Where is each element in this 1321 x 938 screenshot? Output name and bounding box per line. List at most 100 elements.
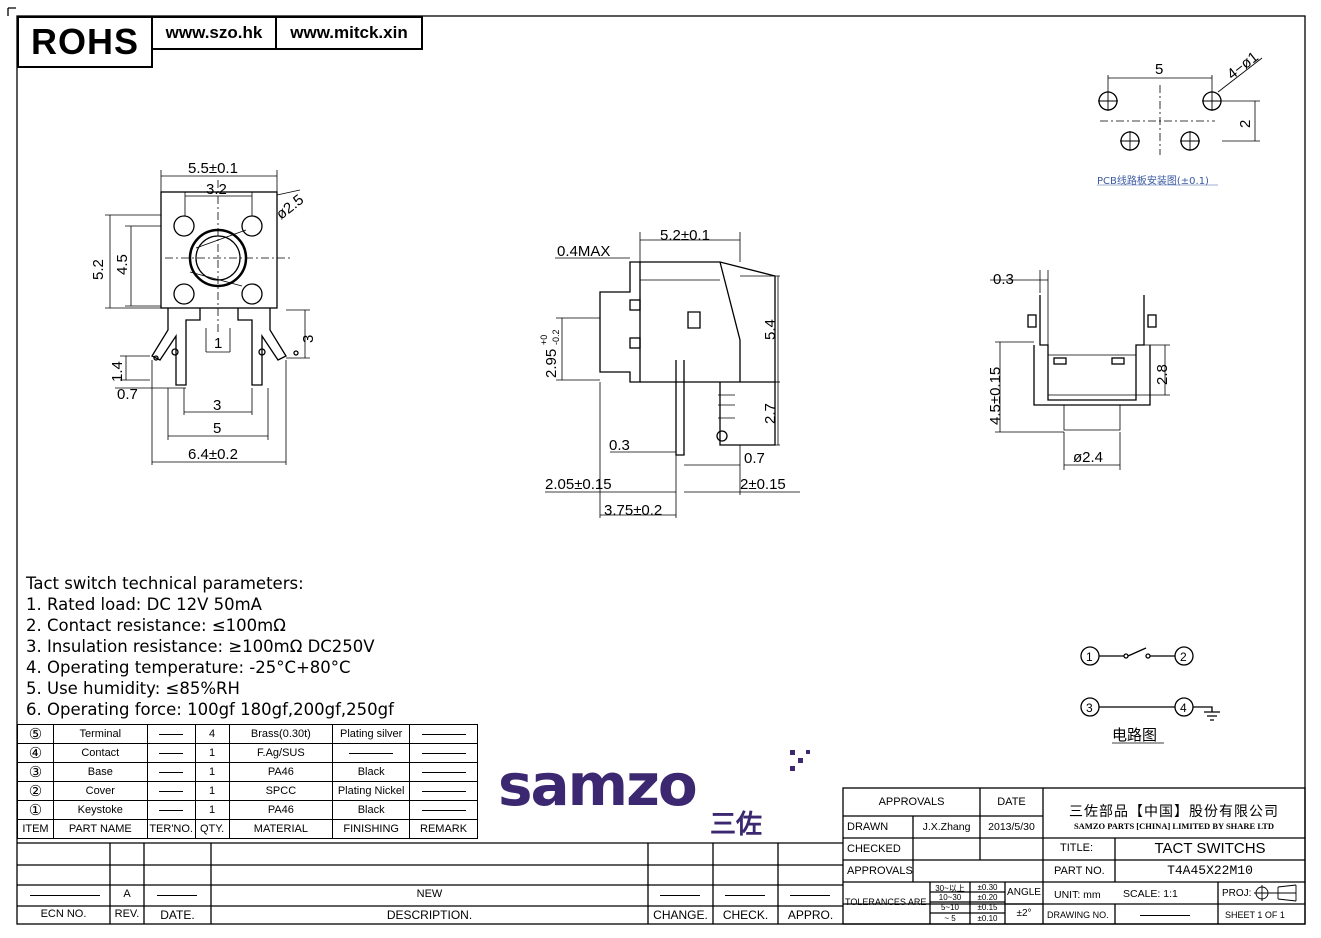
bom-item: ②	[17, 781, 54, 801]
bom-item: ③	[17, 762, 54, 782]
tb-approvals: APPROVALS	[878, 796, 945, 808]
tb-title: TACT SWITCHS	[1154, 840, 1266, 857]
col-header-material: MATERIAL	[228, 819, 334, 839]
col-header-item: ITEM	[17, 819, 54, 839]
bom-ter	[146, 762, 196, 782]
tb-company-en: SAMZO PARTS [CHINA] LIMITED BY SHARE LTD	[1073, 821, 1275, 831]
tb-tol-value: ±0.30	[977, 883, 998, 892]
pcb-holes-label: 4−ø1	[1224, 48, 1262, 83]
bom-name: Cover	[52, 781, 148, 801]
bom-ter	[146, 743, 196, 763]
tb-tol-value: ±0.15	[977, 903, 998, 912]
bom-finishing: Black	[332, 762, 411, 782]
side-view	[545, 232, 800, 518]
bom-name: Contact	[52, 743, 148, 763]
bom-finishing: Plating Nickel	[332, 781, 411, 801]
sv-52-label: 5.2±0.1	[660, 227, 710, 244]
sv-375-label: 3.75±0.2	[604, 502, 662, 519]
pcb-caption: PCB线路板安装图(±0.1)	[1097, 174, 1209, 187]
fv-side-label: 3	[300, 335, 317, 343]
bom-material: Brass(0.30t)	[228, 724, 334, 744]
fv-64-label: 6.4±0.2	[188, 446, 238, 463]
col-header-ter: TER'NO.	[146, 819, 196, 839]
table-row: ① Keystoke 1 PA46 Black	[17, 800, 478, 820]
rev-check-dash	[725, 895, 765, 896]
bom-item: ⑤	[17, 724, 54, 744]
param-item: 4. Operating temperature: -25°C+80°C	[26, 658, 351, 677]
tb-drawn-date: 2013/5/30	[988, 821, 1035, 833]
circuit-n4: 4	[1180, 701, 1187, 715]
rev-appro-dash	[790, 895, 830, 896]
fv-pin-label: 1	[214, 335, 222, 352]
end-view	[990, 270, 1170, 470]
tech-parameters: Tact switch technical parameters: 1. Rat…	[26, 573, 394, 720]
fv-width-label: 5.5±0.1	[188, 160, 238, 177]
bom-material: PA46	[228, 762, 334, 782]
rev-ecn-dash	[30, 895, 100, 896]
rev-hdr-check: CHECK.	[722, 908, 769, 922]
circuit-caption: 电路图	[1112, 726, 1157, 744]
tb-unit: UNIT: mm	[1054, 889, 1101, 901]
bom-remark	[409, 762, 478, 782]
bom-remark	[409, 743, 478, 763]
bom-qty: 4	[194, 724, 230, 744]
tb-angle: ANGLE	[1007, 887, 1041, 898]
rev-letter: A	[123, 888, 131, 900]
circuit-n3: 3	[1086, 701, 1093, 715]
table-row: ③ Base 1 PA46 Black	[17, 762, 478, 782]
tb-drawing-no-dash	[1140, 915, 1190, 916]
table-row: ② Cover 1 SPCC Plating Nickel	[17, 781, 478, 801]
tb-date: DATE	[997, 796, 1026, 808]
tb-tol-range: 5~10	[940, 903, 960, 912]
sv-2-label: 2±0.15	[740, 476, 786, 493]
samzo-logo: samzo 三佐	[498, 750, 810, 840]
pcb-layout	[1097, 57, 1263, 186]
table-header-row: ITEM PART NAME TER'NO. QTY. MATERIAL FIN…	[17, 819, 478, 839]
tb-checked: CHECKED	[847, 843, 901, 855]
bom-remark	[409, 800, 478, 820]
tb-tol-value: ±0.10	[977, 914, 998, 923]
bom-qty: 1	[194, 743, 230, 763]
param-item: 6. Operating force: 100gf 180gf,200gf,25…	[26, 700, 394, 719]
rev-hdr-appro: APPRO.	[787, 908, 834, 922]
tb-angle-tol: ±2°	[1016, 908, 1032, 919]
tb-proj: PROJ:	[1222, 888, 1252, 899]
bom-qty: 1	[194, 762, 230, 782]
bom-qty: 1	[194, 781, 230, 801]
table-row: ④ Contact 1 F.Ag/SUS	[17, 743, 478, 763]
tb-title-label: TITLE:	[1060, 842, 1094, 854]
tb-tolerances: TOLERANCES ARE	[845, 897, 927, 907]
tb-sheet: SHEET 1 OF 1	[1225, 910, 1285, 920]
ev-24-label: ø2.4	[1073, 449, 1103, 466]
fv-07-label: 0.7	[117, 386, 138, 403]
circuit-n1: 1	[1086, 650, 1093, 664]
bom-name: Keystoke	[52, 800, 148, 820]
fv-dia-label: ø2.5	[273, 191, 307, 223]
bom-finishing: Plating silver	[332, 724, 411, 744]
sv-205-label: 2.05±0.15	[545, 476, 612, 493]
tb-drawing-no: DRAWING NO.	[1047, 910, 1109, 920]
bom-table: ⑤ Terminal 4 Brass(0.30t) Plating silver…	[17, 724, 478, 839]
table-row: ⑤ Terminal 4 Brass(0.30t) Plating silver	[17, 724, 478, 744]
fv-5-label: 5	[213, 420, 221, 437]
sv-295-label: 2.95	[543, 349, 560, 378]
tb-company-cn: 三佐部品【中国】股份有限公司	[1069, 804, 1279, 820]
pcb-5-label: 5	[1155, 61, 1163, 78]
param-item: 2. Contact resistance: ≤100mΩ	[26, 616, 286, 635]
param-item: 5. Use humidity: ≤85%RH	[26, 679, 240, 698]
rohs-badge: ROHS	[17, 16, 153, 68]
sv-295-tol-up: +0	[539, 335, 549, 345]
col-header-name: PART NAME	[52, 819, 148, 839]
tb-tol-value: ±0.20	[977, 893, 998, 902]
website-link-1[interactable]: www.szo.hk	[151, 16, 277, 50]
fv-height-label: 5.2	[90, 259, 107, 280]
param-item: 1. Rated load: DC 12V 50mA	[26, 595, 262, 614]
sv-54-label: 5.4	[762, 319, 779, 340]
front-view	[105, 170, 310, 465]
website-link-2[interactable]: www.mitck.xin	[275, 16, 423, 50]
logo-text: samzo	[498, 751, 696, 819]
tb-scale: SCALE: 1:1	[1123, 888, 1178, 900]
tb-part-label: PART NO.	[1054, 865, 1105, 877]
sv-04max-label: 0.4MAX	[557, 243, 610, 260]
bom-material: F.Ag/SUS	[228, 743, 334, 763]
